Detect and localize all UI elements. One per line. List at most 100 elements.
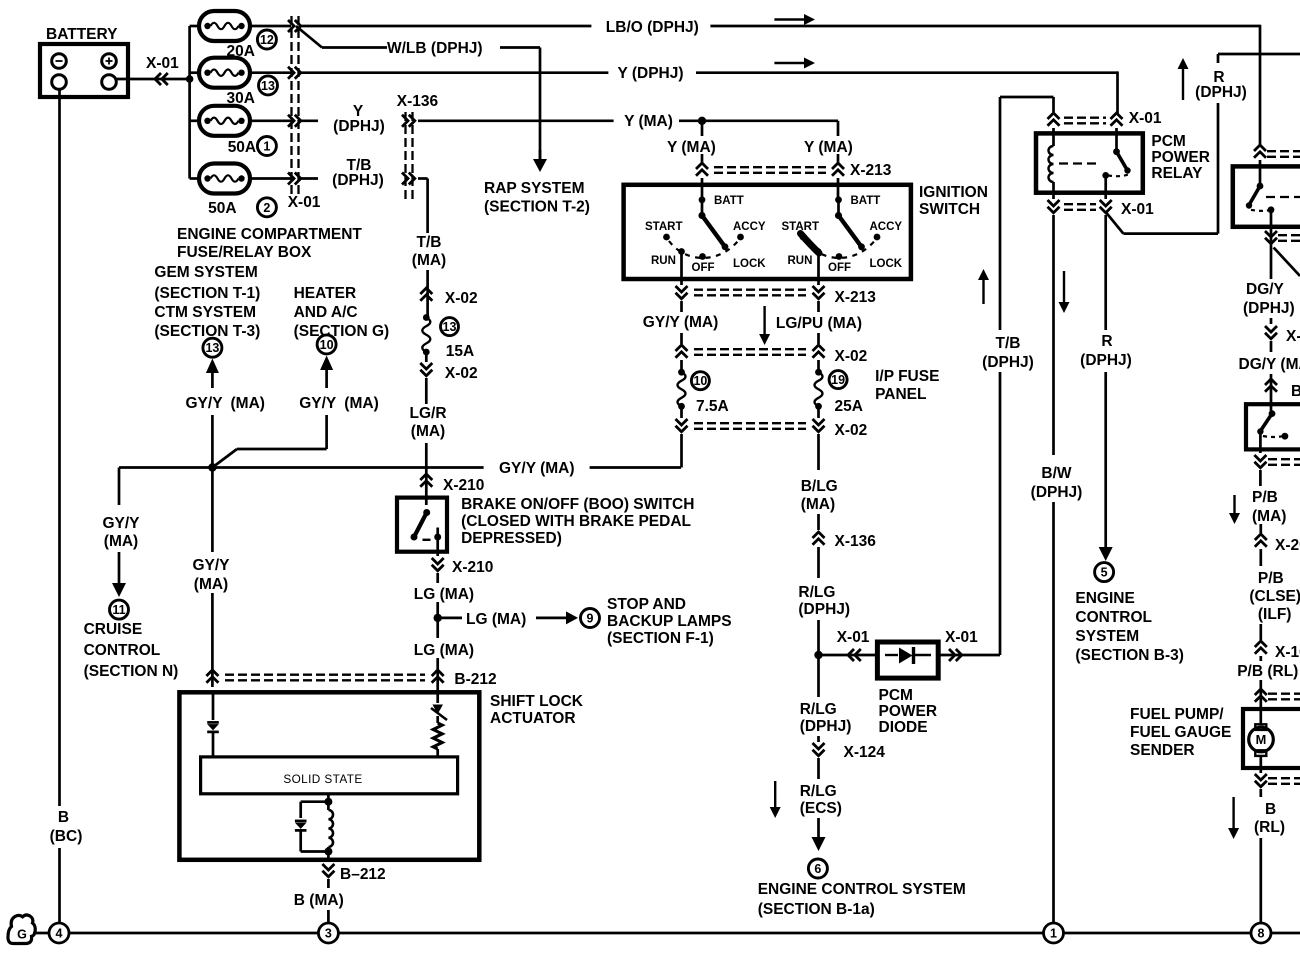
svg-text:T/B: T/B — [996, 335, 1021, 352]
svg-text:(MA): (MA) — [104, 533, 138, 550]
svg-text:(DPHJ): (DPHJ) — [1031, 484, 1083, 501]
svg-text:DIODE: DIODE — [879, 719, 928, 736]
svg-text:PANEL: PANEL — [875, 386, 926, 403]
svg-text:20A: 20A — [227, 43, 255, 60]
svg-text:ENGINE COMPARTMENT: ENGINE COMPARTMENT — [177, 226, 362, 243]
svg-text:(DPHJ): (DPHJ) — [982, 354, 1034, 371]
svg-text:(SECTION F-1): (SECTION F-1) — [607, 630, 714, 647]
svg-text:50A: 50A — [208, 200, 236, 217]
svg-text:(SECTION T-3): (SECTION T-3) — [154, 323, 260, 340]
svg-text:CONTROL: CONTROL — [1075, 609, 1152, 626]
svg-text:LB/O (DPHJ): LB/O (DPHJ) — [606, 19, 699, 36]
svg-text:(RL): (RL) — [1254, 819, 1285, 836]
svg-text:Y (MA): Y (MA) — [804, 139, 853, 156]
svg-text:12: 12 — [260, 33, 274, 47]
svg-text:(DPHJ): (DPHJ) — [333, 118, 385, 135]
svg-text:P/B (RL): P/B (RL) — [1237, 663, 1298, 680]
svg-text:(DPHJ): (DPHJ) — [800, 718, 852, 735]
svg-text:X-01: X-01 — [1129, 110, 1162, 127]
svg-text:BATTERY: BATTERY — [46, 26, 118, 43]
svg-text:X-136: X-136 — [397, 93, 439, 110]
svg-text:X-213: X-213 — [835, 289, 877, 306]
svg-text:X-01: X-01 — [945, 629, 978, 646]
svg-text:(MA): (MA) — [231, 395, 265, 412]
svg-text:10: 10 — [693, 374, 707, 388]
svg-text:Y: Y — [353, 103, 364, 120]
svg-text:(SECTION N): (SECTION N) — [84, 663, 179, 680]
svg-text:(MA): (MA) — [194, 576, 228, 593]
svg-text:X-01: X-01 — [288, 194, 321, 211]
svg-text:1: 1 — [1050, 927, 1057, 941]
svg-text:X-210: X-210 — [452, 559, 493, 576]
svg-text:R: R — [1101, 333, 1112, 350]
svg-text:CTM SYSTEM: CTM SYSTEM — [154, 304, 256, 321]
svg-text:IGNITION: IGNITION — [919, 184, 988, 201]
svg-text:6: 6 — [814, 862, 821, 876]
svg-text:AND A/C: AND A/C — [294, 304, 358, 321]
svg-text:X-02: X-02 — [835, 348, 868, 365]
svg-text:X-02: X-02 — [445, 290, 478, 307]
svg-text:X-01: X-01 — [146, 55, 179, 72]
svg-text:R: R — [1213, 69, 1224, 86]
svg-text:GY/Y: GY/Y — [192, 557, 230, 574]
svg-text:ENGINE CONTROL SYSTEM: ENGINE CONTROL SYSTEM — [758, 881, 966, 898]
svg-text:I/P FUSE: I/P FUSE — [875, 368, 939, 385]
svg-text:OFF: OFF — [692, 262, 715, 274]
svg-text:(ECS): (ECS) — [800, 800, 842, 817]
svg-text:LOCK: LOCK — [733, 258, 766, 270]
svg-text:1: 1 — [263, 140, 270, 154]
svg-text:PCM: PCM — [1151, 133, 1185, 150]
svg-text:10: 10 — [320, 338, 334, 352]
svg-text:9: 9 — [587, 612, 594, 626]
svg-text:POWER: POWER — [1151, 149, 1210, 166]
svg-text:START: START — [645, 221, 682, 233]
svg-text:30A: 30A — [227, 90, 255, 107]
svg-text:SENDER: SENDER — [1130, 742, 1195, 759]
svg-text:(CLSE): (CLSE) — [1249, 588, 1300, 605]
svg-text:HEATER: HEATER — [294, 285, 357, 302]
svg-text:X-01: X-01 — [837, 629, 870, 646]
svg-text:Y (DPHJ): Y (DPHJ) — [618, 65, 684, 82]
svg-text:ENGINE: ENGINE — [1075, 590, 1134, 607]
svg-text:POWER: POWER — [879, 703, 938, 720]
svg-text:Y (MA): Y (MA) — [667, 139, 716, 156]
svg-text:(DPHJ): (DPHJ) — [798, 601, 850, 618]
svg-text:SOLID STATE: SOLID STATE — [283, 772, 362, 786]
svg-text:(MA): (MA) — [344, 395, 378, 412]
svg-text:(CLOSED WITH BRAKE PEDAL: (CLOSED WITH BRAKE PEDAL — [461, 513, 691, 530]
svg-text:13: 13 — [205, 341, 219, 355]
svg-text:ACCY: ACCY — [733, 221, 766, 233]
svg-text:FUSE/RELAY BOX: FUSE/RELAY BOX — [177, 244, 312, 261]
svg-text:RUN: RUN — [788, 255, 813, 267]
svg-text:DEPRESSED): DEPRESSED) — [461, 530, 562, 547]
svg-text:P/B: P/B — [1258, 570, 1284, 587]
svg-text:LG/PU (MA): LG/PU (MA) — [776, 315, 862, 332]
svg-text:W/LB (DPHJ): W/LB (DPHJ) — [387, 40, 483, 57]
svg-text:START: START — [782, 221, 819, 233]
svg-text:BATT: BATT — [851, 195, 881, 207]
svg-text:50A: 50A — [228, 139, 256, 156]
svg-text:GY/Y (MA): GY/Y (MA) — [643, 314, 719, 331]
svg-text:X-124: X-124 — [844, 744, 886, 761]
svg-text:GY/Y: GY/Y — [299, 395, 337, 412]
svg-text:CRUISE: CRUISE — [84, 621, 143, 638]
svg-text:X-02: X-02 — [835, 422, 868, 439]
svg-text:19: 19 — [831, 373, 845, 387]
svg-text:RUN: RUN — [651, 255, 676, 267]
svg-text:13: 13 — [443, 320, 457, 334]
svg-text:X-213: X-213 — [850, 162, 892, 179]
svg-text:(SECTION T-2): (SECTION T-2) — [484, 199, 590, 216]
svg-text:T/B: T/B — [347, 157, 372, 174]
svg-text:B/LG: B/LG — [801, 478, 838, 495]
svg-text:X-01: X-01 — [1121, 201, 1154, 218]
svg-text:(DPHJ): (DPHJ) — [1195, 84, 1247, 101]
svg-text:(MA): (MA) — [1252, 508, 1286, 525]
svg-text:B: B — [1265, 801, 1276, 818]
svg-text:B/W: B/W — [1041, 465, 1072, 482]
svg-text:(DPHJ): (DPHJ) — [1080, 352, 1132, 369]
svg-text:(ILF): (ILF) — [1258, 606, 1292, 623]
svg-text:T/B: T/B — [417, 234, 442, 251]
svg-text:M: M — [1256, 732, 1267, 747]
svg-text:STOP AND: STOP AND — [607, 596, 686, 613]
svg-text:5: 5 — [1101, 566, 1108, 580]
